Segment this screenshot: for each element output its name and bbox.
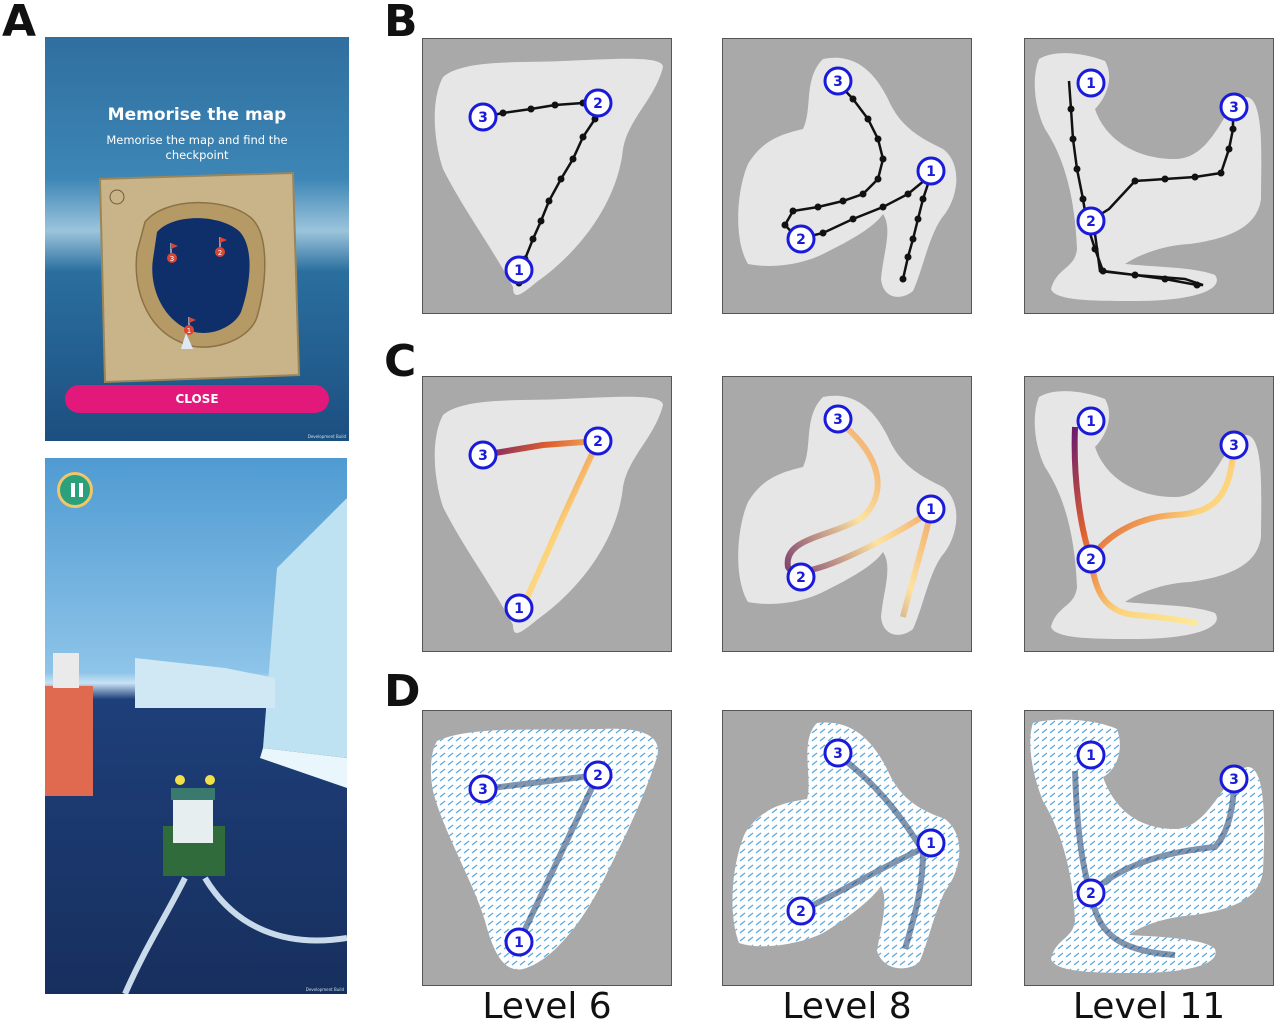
checkpoint-3: 3: [1219, 764, 1249, 794]
level-label-8: Level 8: [782, 986, 912, 1027]
panel-d-level-8: 1 2 3: [722, 710, 972, 986]
checkpoint-1: 1: [916, 828, 946, 858]
checkpoint-1: 1: [1076, 406, 1106, 436]
boat-icon: [163, 775, 225, 876]
panel-label-c: C: [384, 336, 417, 387]
checkpoint-3: 3: [823, 738, 853, 768]
checkpoint-1: 1: [916, 156, 946, 186]
checkpoint-3: 3: [823, 404, 853, 434]
treasure-map: 3 2 1: [98, 171, 301, 384]
checkpoint-2: 2: [1076, 878, 1106, 908]
svg-text:2: 2: [1086, 552, 1096, 568]
pause-icon: [71, 483, 75, 497]
panel-d-level-6: 1 2 3: [422, 710, 672, 986]
checkpoint-2: 2: [583, 760, 613, 790]
svg-text:1: 1: [514, 935, 524, 951]
flag-1-icon: 1: [184, 317, 196, 335]
panel-b-level-8: 1 2 3: [722, 38, 972, 314]
svg-text:2: 2: [593, 768, 603, 784]
panel-label-b: B: [384, 0, 418, 47]
screen-subtitle: Memorise the map and find the checkpoint: [106, 133, 288, 162]
svg-text:3: 3: [1229, 100, 1239, 116]
level-label-6: Level 6: [482, 986, 612, 1027]
checkpoint-2: 2: [1076, 544, 1106, 574]
svg-text:3: 3: [478, 782, 488, 798]
svg-text:2: 2: [796, 232, 806, 248]
checkpoint-1: 1: [916, 494, 946, 524]
checkpoint-3: 3: [468, 440, 498, 470]
panel-c-level-6: 1 2 3: [422, 376, 672, 652]
panel-b-level-6: 1 2 3: [422, 38, 672, 314]
level-label-11: Level 11: [1072, 986, 1226, 1027]
gameplay-screen: Development Build: [45, 458, 347, 994]
checkpoint-2: 2: [583, 88, 613, 118]
svg-text:3: 3: [833, 74, 843, 90]
screen-title: Memorise the map: [107, 105, 287, 125]
checkpoint-3: 3: [1219, 92, 1249, 122]
heat-route: [784, 418, 936, 618]
svg-text:2: 2: [1086, 214, 1096, 230]
checkpoint-2: 2: [786, 224, 816, 254]
panel-label-a: A: [2, 0, 37, 47]
svg-text:1: 1: [514, 263, 524, 279]
svg-text:3: 3: [478, 110, 488, 126]
svg-text:1: 1: [926, 502, 936, 518]
svg-text:2: 2: [593, 96, 603, 112]
gameplay-scene: [45, 498, 347, 994]
flag-3-icon: 3: [167, 243, 178, 263]
map-memorise-screen: Memorise the map Memorise the map and fi…: [45, 37, 349, 441]
pause-button[interactable]: [57, 472, 93, 508]
svg-text:1: 1: [1086, 748, 1096, 764]
svg-text:3: 3: [1229, 772, 1239, 788]
checkpoint-3: 3: [823, 66, 853, 96]
panel-label-d: D: [384, 666, 421, 717]
svg-text:3: 3: [833, 746, 843, 762]
svg-text:3: 3: [833, 412, 843, 428]
svg-text:2: 2: [796, 570, 806, 586]
build-watermark-gameplay: Development Build: [305, 987, 344, 992]
svg-text:3: 3: [478, 448, 488, 464]
panel-c-level-11: 1 2 3: [1024, 376, 1274, 652]
svg-text:2: 2: [593, 434, 603, 450]
compass-icon: [109, 189, 125, 205]
heat-route: [1071, 426, 1237, 626]
checkpoint-1: 1: [504, 593, 534, 623]
checkpoint-2: 2: [786, 896, 816, 926]
checkpoint-1: 1: [1076, 68, 1106, 98]
svg-text:2: 2: [796, 904, 806, 920]
svg-text:1: 1: [1086, 414, 1096, 430]
panel-d-level-11: 1 2 3: [1024, 710, 1274, 986]
svg-text:1: 1: [1086, 76, 1096, 92]
svg-text:1: 1: [514, 601, 524, 617]
checkpoint-3: 3: [468, 102, 498, 132]
flag-2-icon: 2: [215, 237, 227, 257]
svg-text:3: 3: [170, 255, 174, 263]
svg-text:1: 1: [187, 327, 191, 335]
checkpoint-2: 2: [1076, 206, 1106, 236]
checkpoint-2: 2: [583, 426, 613, 456]
close-button[interactable]: CLOSE: [65, 385, 329, 413]
svg-text:1: 1: [926, 164, 936, 180]
boat-marker-icon: [181, 333, 193, 349]
checkpoint-1: 1: [504, 927, 534, 957]
checkpoint-3: 3: [468, 774, 498, 804]
svg-text:3: 3: [1229, 438, 1239, 454]
svg-text:2: 2: [1086, 886, 1096, 902]
panel-b-level-11: 1 2 3: [1024, 38, 1274, 314]
panel-c-level-8: 1 2 3: [722, 376, 972, 652]
checkpoint-1: 1: [1076, 740, 1106, 770]
checkpoint-1: 1: [504, 255, 534, 285]
svg-text:2: 2: [218, 249, 222, 257]
checkpoint-2: 2: [786, 562, 816, 592]
build-watermark: Development Build: [307, 434, 346, 439]
checkpoint-3: 3: [1219, 430, 1249, 460]
svg-text:1: 1: [926, 836, 936, 852]
